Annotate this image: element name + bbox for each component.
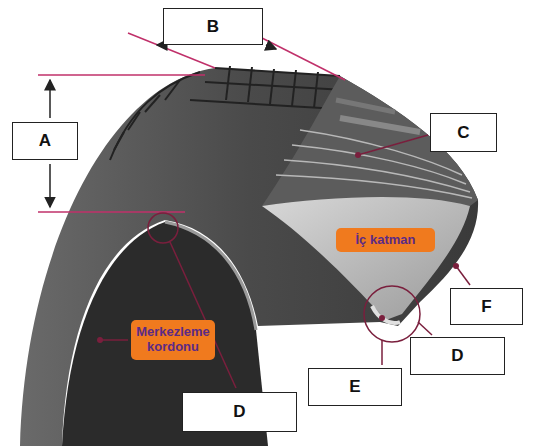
part-label: İç katman	[336, 228, 435, 252]
label-text: F	[481, 297, 491, 317]
bead-edge	[165, 222, 256, 330]
bead-wire	[372, 306, 400, 323]
part-label: Merkezleme kordonu	[131, 320, 215, 360]
label-text: Merkezleme kordonu	[135, 325, 211, 355]
callout-letter: D	[410, 337, 505, 375]
label-text: D	[451, 346, 463, 366]
label-text: D	[233, 402, 245, 422]
inner-liner	[262, 197, 470, 320]
callout-letter: C	[430, 113, 497, 152]
callout-letter: D	[182, 392, 297, 432]
label-text: A	[39, 131, 51, 151]
label-text: B	[207, 17, 219, 37]
callout-letter: B	[163, 8, 263, 45]
callout-letter: A	[12, 122, 78, 160]
callout-letter: F	[450, 288, 523, 325]
callout-letter: E	[308, 368, 402, 406]
label-text: İç katman	[356, 233, 416, 248]
leader-dots	[97, 152, 459, 343]
label-text: C	[457, 123, 469, 143]
tire-interior	[62, 222, 268, 446]
label-text: E	[349, 377, 360, 397]
tire-body	[20, 68, 478, 446]
